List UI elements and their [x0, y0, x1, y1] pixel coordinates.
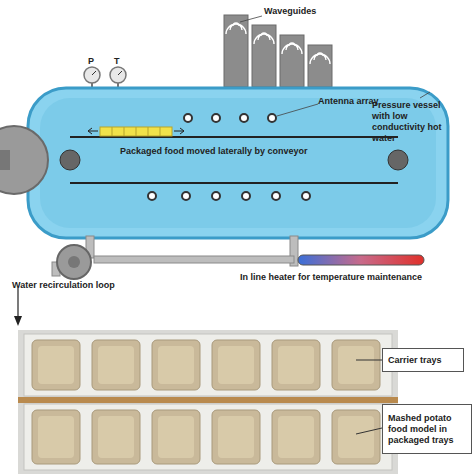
antenna-array [148, 114, 310, 200]
leader-line [240, 16, 262, 22]
food-package [88, 127, 184, 136]
callout-box: Mashed potato food model in packaged tra… [382, 404, 472, 454]
gauge-label: T [114, 56, 126, 67]
arrow-head [14, 316, 22, 326]
leader-line [356, 428, 382, 434]
pressure-vessel [28, 88, 448, 238]
inline-heater [298, 255, 424, 265]
vessel-door [0, 126, 48, 194]
leader-line [277, 104, 318, 116]
wave-symbols [226, 23, 330, 64]
component-label: Water recirculation loop [12, 280, 152, 291]
callout-text: Carrier trays [388, 355, 442, 366]
leader-line [356, 360, 382, 361]
callout-box: Carrier trays [382, 348, 464, 372]
door-hinge [0, 150, 10, 170]
component-label: In line heater for temperature maintenan… [240, 272, 450, 283]
component-label: Waveguides [264, 6, 344, 17]
pump [57, 245, 91, 279]
tray-photo [18, 330, 398, 474]
process-label: Packaged food moved laterally by conveyo… [120, 146, 340, 157]
waveguides [224, 15, 332, 87]
component-label: Pressure vessel with low conductivity ho… [372, 100, 448, 144]
conveyor [60, 137, 408, 183]
callout-text: Mashed potato food model in packaged tra… [388, 413, 466, 446]
leader-line [420, 92, 430, 98]
gauge-label: P [88, 56, 100, 67]
pump-hub [68, 256, 80, 268]
